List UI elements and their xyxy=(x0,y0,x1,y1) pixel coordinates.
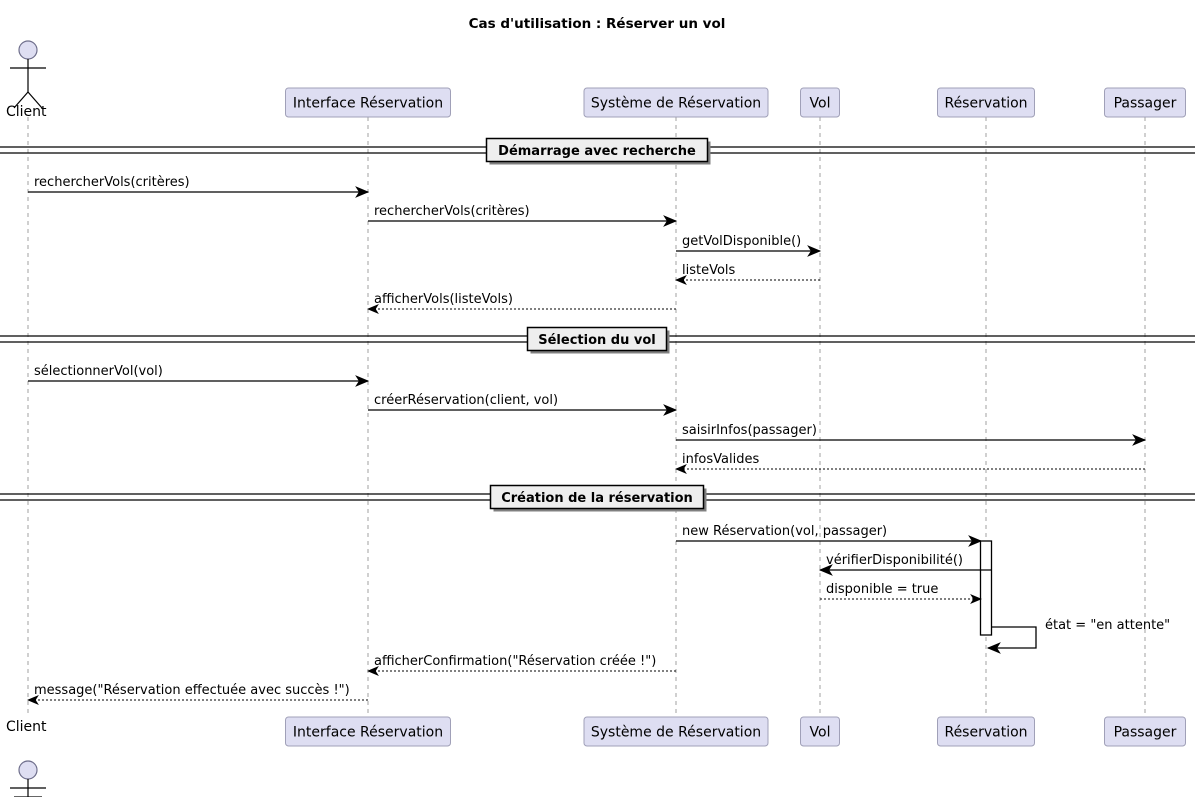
msg-listeVols: listeVols xyxy=(675,263,820,285)
message-label: vérifierDisponibilité() xyxy=(826,553,963,568)
participant-label-interface: Interface Réservation xyxy=(293,725,443,741)
actor-leg-right xyxy=(27,91,43,109)
participant-label-systeme: Système de Réservation xyxy=(591,725,761,741)
message-label: listeVols xyxy=(682,263,736,278)
participant-systeme-top[interactable]: Système de Réservation xyxy=(583,87,769,118)
divider-label: Démarrage avec recherche xyxy=(498,144,696,159)
participant-vol-top[interactable]: Vol xyxy=(800,87,840,118)
participant-box-passager[interactable] xyxy=(1104,87,1186,118)
participant-label-interface: Interface Réservation xyxy=(293,96,443,112)
msg-rechercherVols-interface: rechercherVols(critères) xyxy=(368,204,678,227)
message-label: getVolDisponible() xyxy=(682,234,801,249)
msg-verifierDisponibilite: vérifierDisponibilité() xyxy=(818,553,991,576)
participant-label-systeme: Système de Réservation xyxy=(591,96,761,112)
divider-label: Création de la réservation xyxy=(501,491,693,506)
msg-infosValides: infosValides xyxy=(675,452,1145,474)
participant-box-passager[interactable] xyxy=(1104,716,1186,747)
divider-box xyxy=(489,484,705,510)
participant-label-vol: Vol xyxy=(810,725,831,741)
participant-box-systeme[interactable] xyxy=(583,716,769,747)
participant-box-reservation[interactable] xyxy=(937,716,1035,747)
msg-getVolDisponible: getVolDisponible() xyxy=(676,234,822,257)
participant-reservation-top[interactable]: Réservation xyxy=(937,87,1035,118)
message-label: new Réservation(vol, passager) xyxy=(682,524,887,539)
self-message-label: état = "en attente" xyxy=(1045,618,1170,633)
participant-systeme-bottom[interactable]: Système de Réservation xyxy=(583,716,769,747)
participant-box-interface[interactable] xyxy=(285,87,451,118)
msg-afficherConfirmation: afficherConfirmation("Réservation créée … xyxy=(367,654,676,676)
participant-box-vol[interactable] xyxy=(800,716,840,747)
msg-etat-en-attente: état = "en attente" xyxy=(986,618,1170,654)
participant-interface-bottom[interactable]: Interface Réservation xyxy=(285,716,451,747)
message-label: message("Réservation effectuée avec succ… xyxy=(34,683,350,698)
divider-label: Sélection du vol xyxy=(538,333,656,348)
activation-reservation xyxy=(979,540,993,636)
divider-creation: Création de la réservation xyxy=(0,484,1195,512)
actor-leg-left xyxy=(13,91,29,109)
msg-disponible-true: disponible = true xyxy=(820,582,982,604)
message-label: saisirInfos(passager) xyxy=(682,423,817,438)
message-label: rechercherVols(critères) xyxy=(34,175,190,190)
participant-label-reservation: Réservation xyxy=(944,725,1027,741)
divider-demarrage: Démarrage avec recherche xyxy=(0,137,1195,165)
divider-selection: Sélection du vol xyxy=(0,326,1195,354)
msg-afficherVols: afficherVols(listeVols) xyxy=(367,292,676,314)
participant-label-vol: Vol xyxy=(810,96,831,112)
participant-box-reservation[interactable] xyxy=(937,87,1035,118)
msg-saisirInfos: saisirInfos(passager) xyxy=(676,423,1147,446)
actor-client-bottom: Client xyxy=(6,719,47,797)
message-label: afficherConfirmation("Réservation créée … xyxy=(374,654,656,669)
message-label: afficherVols(listeVols) xyxy=(374,292,513,307)
participant-label-passager: Passager xyxy=(1114,96,1177,112)
message-label: créerRéservation(client, vol) xyxy=(374,393,558,408)
self-message-arrow xyxy=(986,626,1037,654)
divider-box xyxy=(485,137,709,163)
lifelines-layer xyxy=(27,117,1146,717)
msg-selectionnerVol: sélectionnerVol(vol) xyxy=(28,364,370,387)
activations-layer xyxy=(979,540,993,636)
messages-layer: rechercherVols(critères) rechercherVols(c… xyxy=(27,175,1170,705)
msg-rechercherVols-client: rechercherVols(critères) xyxy=(28,175,370,198)
actor-head-icon xyxy=(18,760,38,780)
message-label: infosValides xyxy=(682,452,759,467)
participant-box-vol[interactable] xyxy=(800,87,840,118)
participant-label-client: Client xyxy=(6,104,47,120)
msg-newReservation: new Réservation(vol, passager) xyxy=(676,524,983,547)
participant-reservation-bottom[interactable]: Réservation xyxy=(937,716,1035,747)
participant-box-systeme[interactable] xyxy=(583,87,769,118)
msg-message-succes: message("Réservation effectuée avec succ… xyxy=(27,683,368,705)
message-label: rechercherVols(critères) xyxy=(374,204,530,219)
message-label: sélectionnerVol(vol) xyxy=(34,364,163,379)
message-label: disponible = true xyxy=(826,582,938,597)
actor-head-icon xyxy=(18,40,38,60)
participant-box-interface[interactable] xyxy=(285,716,451,747)
participant-passager-bottom[interactable]: Passager xyxy=(1104,716,1186,747)
participant-interface-top[interactable]: Interface Réservation xyxy=(285,87,451,118)
divider-box xyxy=(526,326,668,352)
actor-client-top: Client xyxy=(6,40,47,120)
participant-label-client: Client xyxy=(6,719,47,735)
page-title: Cas d'utilisation : Réserver un vol xyxy=(469,16,726,32)
participant-passager-top[interactable]: Passager xyxy=(1104,87,1186,118)
participant-label-reservation: Réservation xyxy=(944,96,1027,112)
participant-vol-bottom[interactable]: Vol xyxy=(800,716,840,747)
participant-label-passager: Passager xyxy=(1114,725,1177,741)
msg-creerReservation: créerRéservation(client, vol) xyxy=(368,393,678,416)
